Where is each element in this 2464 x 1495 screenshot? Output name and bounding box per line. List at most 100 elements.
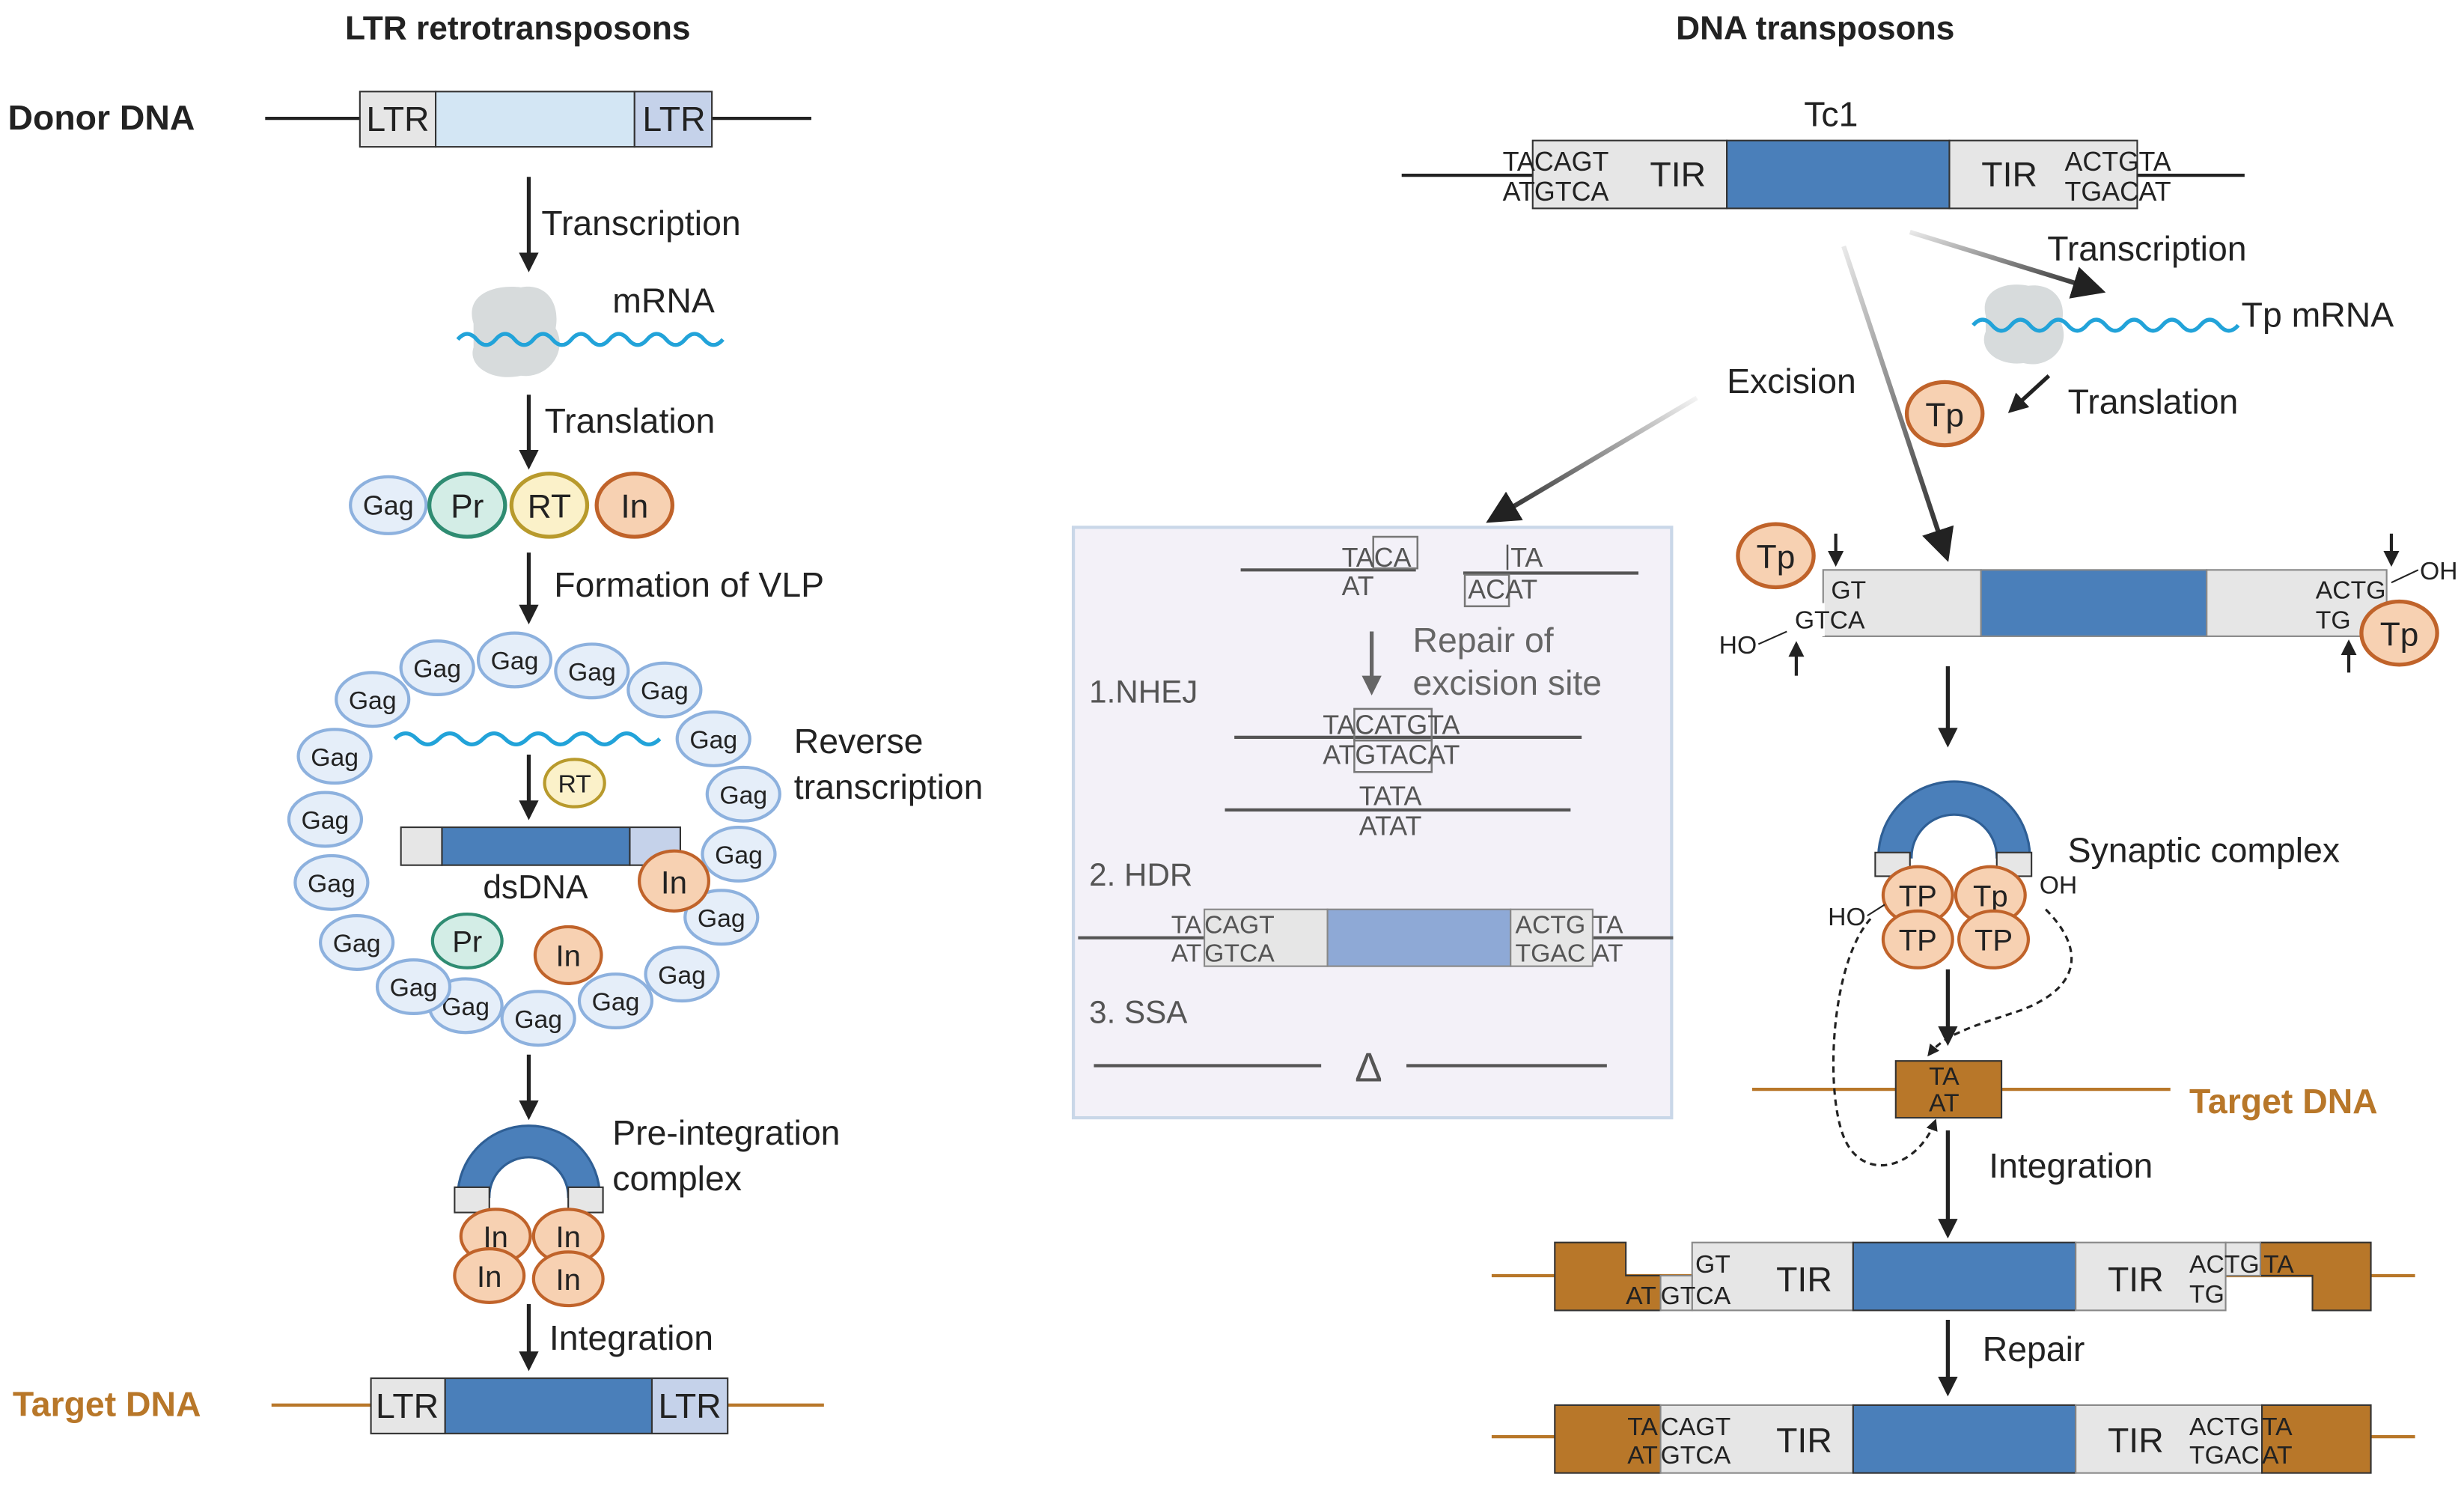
nhej-label: 1.NHEJ	[1089, 674, 1198, 709]
excision-label: Excision	[1727, 362, 1856, 401]
vlp-gag-10	[644, 946, 720, 1003]
tp-right-bound	[2359, 599, 2439, 667]
inset-seq: AT	[1593, 939, 1623, 967]
syn-tp-1-label: TP	[1899, 880, 1937, 913]
int1-seq: AT	[1626, 1282, 1656, 1310]
tp-mrna	[1971, 317, 2240, 333]
vlp-gag-label: Gag	[719, 781, 767, 809]
rep-seq: CAGT	[1661, 1413, 1731, 1441]
vlp-gag-17	[287, 791, 364, 848]
tc1-seq: ACTG	[2064, 147, 2139, 177]
protein-rt-label: RT	[528, 489, 571, 526]
int1-seq: ACTG	[2189, 1250, 2260, 1279]
pic-in-3-label: In	[477, 1261, 501, 1294]
right-title: DNA transposons	[1676, 10, 1954, 47]
cleaved-seq: TG	[2316, 606, 2351, 634]
vlp-gag-label: Gag	[689, 726, 737, 755]
tp-mrna-label: Tp mRNA	[2242, 296, 2394, 335]
pic-in-2-label: In	[556, 1221, 581, 1254]
target-seq: AT	[1929, 1089, 1960, 1118]
tc1-seq: TGAC	[2064, 177, 2139, 207]
tp-protein	[1904, 380, 1985, 448]
vlp-gag-label: Gag	[658, 961, 706, 990]
pic-in-4-label: In	[556, 1264, 581, 1297]
tc1-label: Tc1	[1804, 95, 1858, 134]
hdr-label: 2. HDR	[1089, 857, 1192, 892]
right-ribosome	[1983, 284, 2064, 365]
syn-tp-4	[1957, 909, 2031, 969]
repair-label-line1: Repair of	[1412, 621, 1553, 660]
delta-symbol: Δ	[1355, 1044, 1382, 1091]
ho-label: HO	[1719, 631, 1757, 660]
tc1-tir-right-label: TIR	[1981, 155, 2037, 194]
syn-tp-3	[1881, 909, 1954, 969]
donor-ltr-right-label: LTR	[642, 100, 705, 138]
repair-label-line2: excision site	[1412, 663, 1602, 702]
tc1-seq: CAGT	[1534, 147, 1609, 177]
vlp-gag-label: Gag	[333, 930, 381, 958]
rep-seq: AT	[2262, 1441, 2293, 1470]
tc1-seq: TA	[2139, 147, 2171, 177]
synaptic-label: Synaptic complex	[2068, 830, 2340, 869]
vlp-rt	[543, 758, 606, 809]
left-integration-label: Integration	[549, 1318, 713, 1357]
target-site	[1894, 1060, 2003, 1119]
vlp-in-1-label: In	[661, 865, 687, 901]
rep-flank-right	[2260, 1404, 2372, 1474]
target-ltr-right-label: LTR	[659, 1386, 722, 1425]
tc1-seq: GTCA	[1534, 177, 1609, 207]
vlp-gag-3	[476, 631, 553, 689]
inset-seq: TA	[1171, 910, 1202, 939]
syn-tp-4-label: TP	[1974, 925, 2013, 957]
rep-seq: TGAC	[2189, 1441, 2260, 1470]
protein-in-label: In	[620, 489, 648, 526]
rep-seq: TA	[2262, 1413, 2293, 1441]
vlp-in-1	[637, 849, 711, 913]
protein-in	[594, 472, 675, 539]
tc1-seq: TA	[1503, 147, 1535, 177]
tp-protein-label: Tp	[1925, 397, 1964, 433]
vlp-gag-18	[296, 728, 373, 785]
pic-in-4	[531, 1250, 605, 1308]
tc1-tir-left-label: TIR	[1650, 155, 1706, 194]
syn-tp-3-label: TP	[1899, 925, 1937, 957]
vlp-gag-label: Gag	[302, 806, 350, 835]
rep-tir-right-label: TIR	[2108, 1421, 2164, 1460]
inset-seq: TATA	[1359, 782, 1422, 812]
int1-seq: TA	[2263, 1250, 2294, 1279]
vlp-gag-12	[500, 990, 576, 1047]
repair-inset	[1071, 526, 1674, 1120]
vlp-gag-label: Gag	[715, 841, 763, 870]
syn-oh: OH	[2040, 871, 2078, 900]
target-ltr-right	[650, 1377, 729, 1434]
inset-seq: ATGTACAT	[1323, 740, 1460, 770]
dsdna-ltr-left	[400, 826, 443, 866]
cleaved-seq: GT	[1831, 576, 1866, 604]
vlp-gag-1	[335, 671, 411, 728]
pic-horseshoe	[456, 1124, 601, 1199]
vlp-mrna	[393, 731, 662, 746]
synaptic-horseshoe	[1877, 780, 2031, 859]
tc1-tir-right	[1948, 139, 2138, 210]
inset-seq: ACAT	[1468, 574, 1537, 604]
cleaved-seq: GTCA	[1795, 606, 1865, 634]
left-mrna	[456, 332, 725, 347]
inset-seq: AT	[1342, 571, 1374, 601]
vlp-gag-9	[683, 889, 760, 946]
cleaved-seq: ACTG	[2316, 576, 2386, 604]
vlp-in-2-label: In	[556, 940, 581, 973]
dsdna-body	[441, 826, 631, 866]
oh-label: OH	[2420, 557, 2458, 585]
vlp-label: Formation of VLP	[554, 565, 824, 604]
rep-flank-left	[1554, 1404, 1662, 1474]
cleaved-tir-left	[1822, 569, 1982, 637]
protein-pr	[427, 472, 507, 539]
rep-seq: ACTG	[2189, 1413, 2260, 1441]
vlp-gag-label: Gag	[311, 743, 359, 772]
target-seq: TA	[1929, 1062, 1960, 1091]
donor-ltr-right	[633, 91, 713, 148]
protein-gag-label: Gag	[363, 491, 414, 521]
left-target-label: Target DNA	[13, 1385, 201, 1424]
vlp-gag-label: Gag	[390, 974, 438, 1002]
